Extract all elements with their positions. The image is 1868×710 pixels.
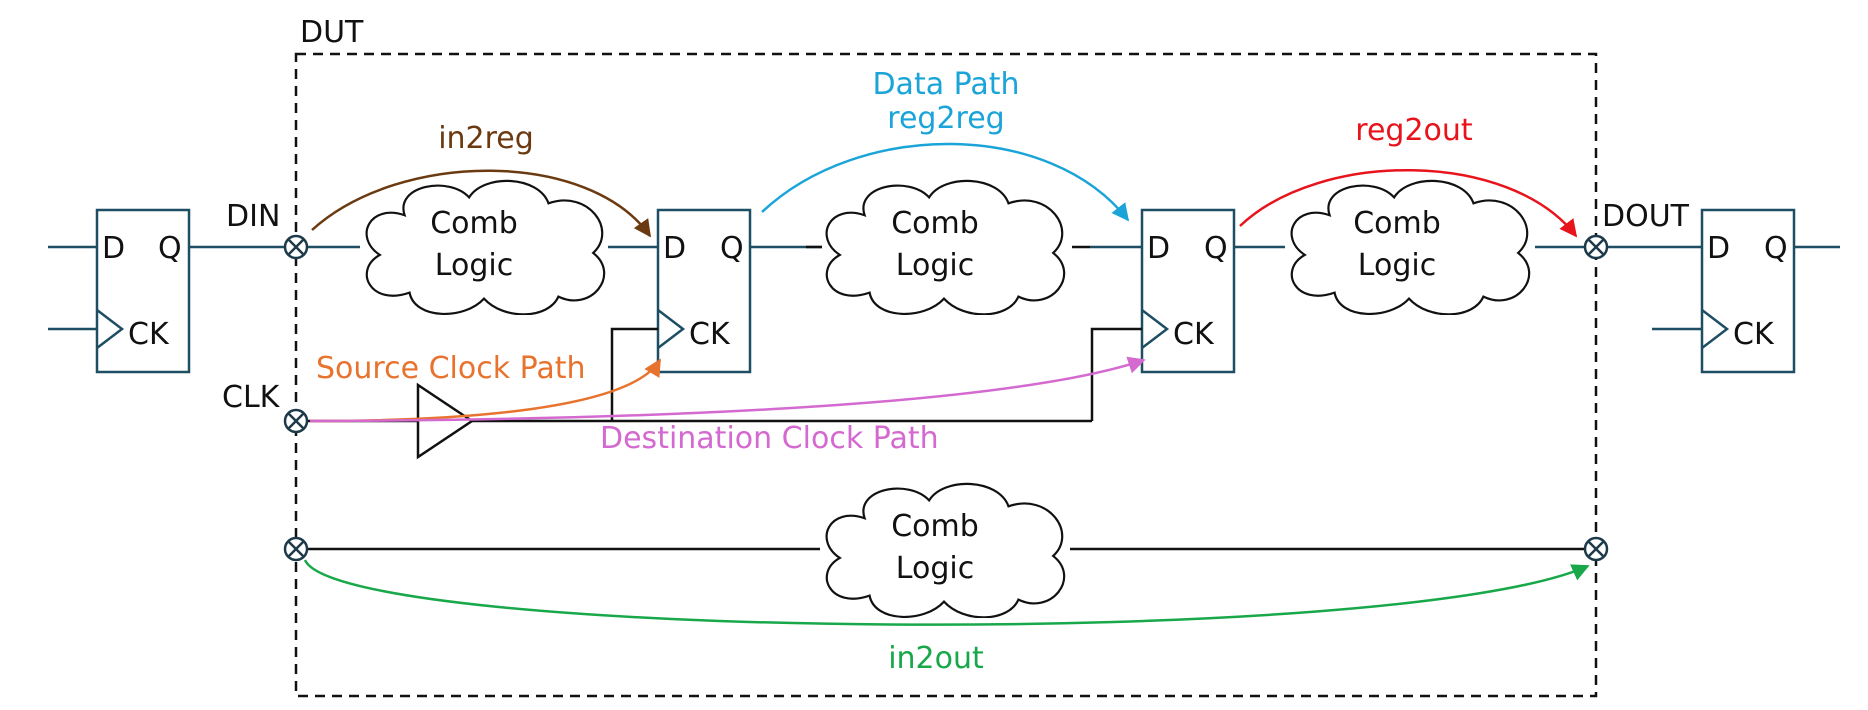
ff-pin-ck: CK xyxy=(1733,317,1775,352)
cloud-label-line2: Logic xyxy=(1358,248,1436,283)
source-clock-path-label: Source Clock Path xyxy=(316,351,586,386)
dut-label: DUT xyxy=(300,15,364,50)
ff-pin-q: Q xyxy=(720,231,744,266)
cloud-label-line1: Comb xyxy=(1353,206,1441,241)
dout-port-label: DOUT xyxy=(1602,199,1690,234)
cloud-label-line1: Comb xyxy=(430,206,518,241)
ff-pin-q: Q xyxy=(158,231,182,266)
in2out-input-port xyxy=(283,536,309,562)
ff-pin-ck: CK xyxy=(1173,317,1215,352)
ff-pin-q: Q xyxy=(1204,231,1228,266)
cloud-label-line2: Logic xyxy=(435,248,513,283)
in2out-path-arrow xyxy=(303,559,1590,626)
cloud-label-line2: Logic xyxy=(896,248,974,283)
clk-port-label: CLK xyxy=(222,380,281,415)
external-input-flipflop: D Q CK xyxy=(48,208,191,374)
din-port-label: DIN xyxy=(226,199,280,234)
ff-pin-d: D xyxy=(663,231,686,266)
destination-clock-path-label: Destination Clock Path xyxy=(600,421,939,456)
ff-pin-d: D xyxy=(1147,231,1170,266)
comb-logic-cloud-in2reg: Comb Logic xyxy=(365,179,606,315)
ff-pin-d: D xyxy=(1707,231,1730,266)
dout-port xyxy=(1583,234,1609,260)
launch-flipflop: D Q CK xyxy=(656,208,752,374)
destination-clock-path-arrow xyxy=(309,356,1146,423)
in2out-output-port xyxy=(1583,536,1609,562)
in2reg-path-arrow xyxy=(311,169,652,238)
in2out-label: in2out xyxy=(888,641,984,676)
ff-pin-ck: CK xyxy=(689,317,731,352)
clk-port xyxy=(283,408,309,434)
capture-flipflop: D Q CK xyxy=(1140,208,1236,374)
reg2out-label: reg2out xyxy=(1355,113,1473,148)
comb-logic-cloud-reg2reg: Comb Logic xyxy=(825,179,1066,315)
comb-logic-cloud-reg2out: Comb Logic xyxy=(1290,179,1531,315)
reg2reg-label: reg2reg xyxy=(887,101,1004,136)
reg2reg-path-arrow xyxy=(761,142,1130,222)
data-path-label: Data Path xyxy=(872,67,1019,102)
dut-boundary xyxy=(294,52,1598,698)
external-output-flipflop: D Q CK xyxy=(1608,208,1840,374)
ff-pin-q: Q xyxy=(1764,231,1788,266)
din-port xyxy=(283,234,309,260)
cloud-label-line1: Comb xyxy=(891,509,979,544)
cloud-label-line2: Logic xyxy=(896,551,974,586)
ff-pin-d: D xyxy=(102,231,125,266)
ff-pin-ck: CK xyxy=(128,317,170,352)
in2reg-label: in2reg xyxy=(438,121,534,156)
cloud-label-line1: Comb xyxy=(891,206,979,241)
comb-logic-cloud-in2out: Comb Logic xyxy=(825,482,1066,618)
reg2out-path-arrow xyxy=(1239,168,1578,238)
